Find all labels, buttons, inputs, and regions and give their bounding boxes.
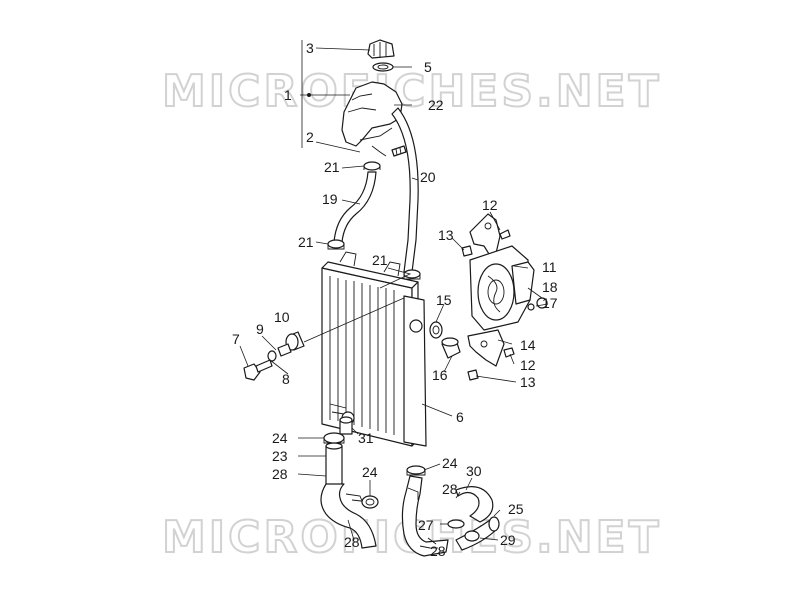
washer-8 [267,350,277,362]
callout-24-a: 24 [272,430,288,446]
callout-21-mid: 21 [372,252,388,268]
nut-13-top [461,245,473,257]
callout-17: 17 [542,295,558,311]
callout-21-top: 21 [324,159,340,175]
callout-13-bottom: 13 [520,374,536,390]
callout-6: 6 [456,409,464,425]
clamp-21-right [403,269,421,280]
callout-30: 30 [466,463,482,479]
callout-5: 5 [424,59,432,75]
callout-12-bottom: 12 [520,357,536,373]
callout-28-a: 28 [272,466,288,482]
cap-seal [372,62,394,72]
callout-21-left: 21 [298,234,314,250]
callout-20: 20 [420,169,436,185]
callout-2: 2 [306,129,314,145]
radiator-neck-31 [339,416,353,435]
clamp-29 [464,530,480,542]
clamp-24-b [361,495,379,509]
callout-22: 22 [428,97,444,113]
callout-28-c: 28 [442,481,458,497]
o-ring-15 [429,321,443,339]
callout-11: 11 [542,259,557,275]
fan-bracket-lower [467,329,505,367]
callout-28-b: 28 [344,534,360,550]
hose-28-right [401,475,449,557]
callout-3: 3 [306,40,314,56]
clamp-24-a [323,432,345,444]
hose-30 [455,486,494,523]
radiator [321,251,427,447]
expansion-tank [341,81,403,157]
screw-12-top [499,229,511,240]
callout-31: 31 [358,430,374,446]
callout-14: 14 [520,337,536,353]
callout-7: 7 [232,331,240,347]
callout-9: 9 [256,321,264,337]
callout-13-top: 13 [438,227,454,243]
callout-23: 23 [272,448,288,464]
tank-screw [391,145,407,157]
clamp-21-left [327,239,345,250]
tank-cap [367,39,395,59]
callout-12-top: 12 [482,197,498,213]
plug-16 [441,337,461,359]
hose-19 [333,171,377,243]
callout-29: 29 [500,532,516,548]
cooling-fan [469,245,535,331]
callout-1: 1 [284,87,292,103]
callout-labels: 1 2 3 5 22 21 20 19 21 21 12 13 11 18 17… [232,40,558,559]
callout-19: 19 [322,191,338,207]
clamp-24-c [406,465,426,476]
callout-18: 18 [542,279,558,295]
spacer-9 [277,343,292,357]
callout-15: 15 [436,292,452,308]
callout-24-b: 24 [362,464,378,480]
hose-28-left [320,483,377,549]
callout-27: 27 [418,517,434,533]
callout-10: 10 [274,309,290,325]
watermark-top: MICROFICHES.NET [162,66,662,117]
hose-23 [325,442,343,487]
callout-25: 25 [508,501,524,517]
callout-24-c: 24 [442,455,458,471]
leader-lines [239,40,549,549]
washer-17 [527,303,535,311]
callout-8: 8 [282,371,290,387]
tank-clamp [363,161,381,171]
callout-16: 16 [432,367,448,383]
callout-28-d: 28 [430,543,446,559]
bolt-7 [243,359,273,381]
hose-20 [391,107,419,273]
fan-bracket [469,213,501,263]
screw-12-bottom [503,347,515,358]
clamp-27 [447,519,465,529]
nut-13-bottom [467,369,479,381]
